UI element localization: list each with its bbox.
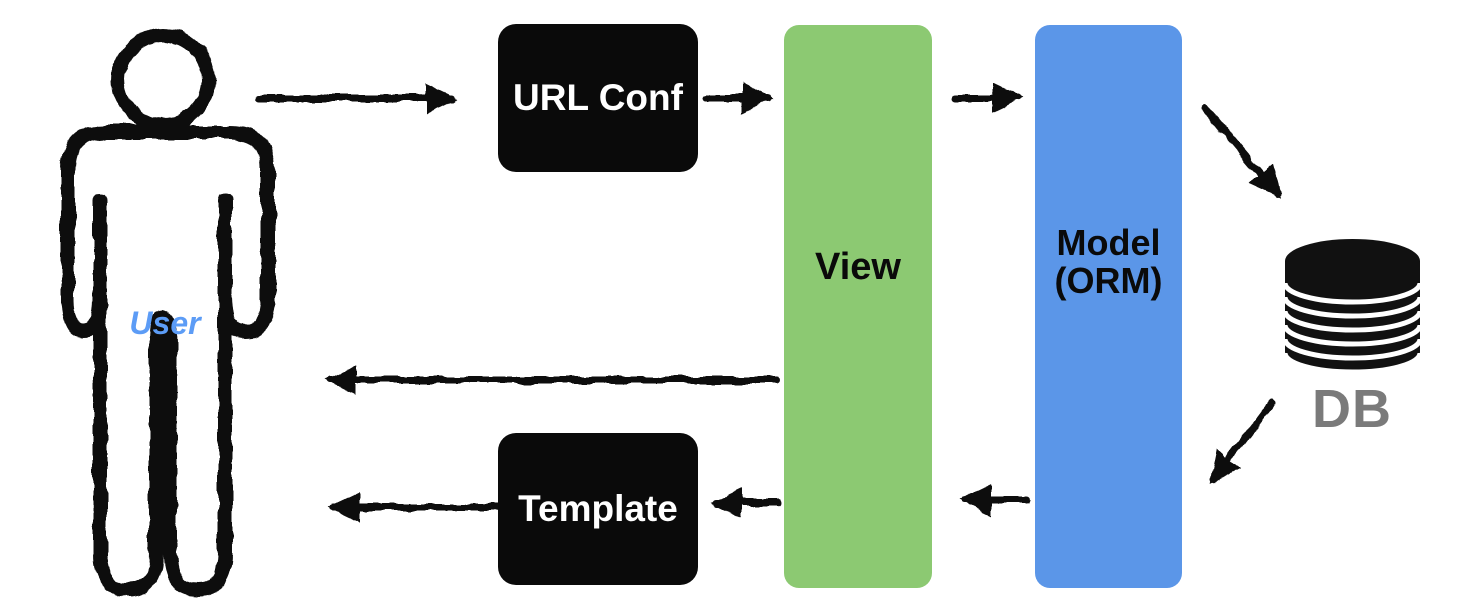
database-icon [1282, 239, 1423, 375]
user-label: User [129, 305, 201, 341]
node-url-conf: URL Conf [498, 24, 698, 172]
model-label: Model (ORM) [1035, 224, 1182, 300]
model-label-line2: (ORM) [1054, 260, 1163, 301]
model-label-line1: Model [1056, 222, 1161, 263]
node-template: Template [498, 433, 698, 585]
view-label: View [815, 246, 901, 288]
arrow-model-to-db [1201, 104, 1282, 199]
user-figure-icon [61, 28, 275, 597]
flow-arrows [254, 82, 1282, 523]
url-conf-label: URL Conf [513, 77, 683, 118]
arrow-db-to-model [1209, 398, 1276, 485]
node-model [1035, 25, 1182, 588]
node-view [784, 25, 932, 588]
db-label: DB [1312, 379, 1392, 439]
template-label: Template [518, 488, 678, 529]
